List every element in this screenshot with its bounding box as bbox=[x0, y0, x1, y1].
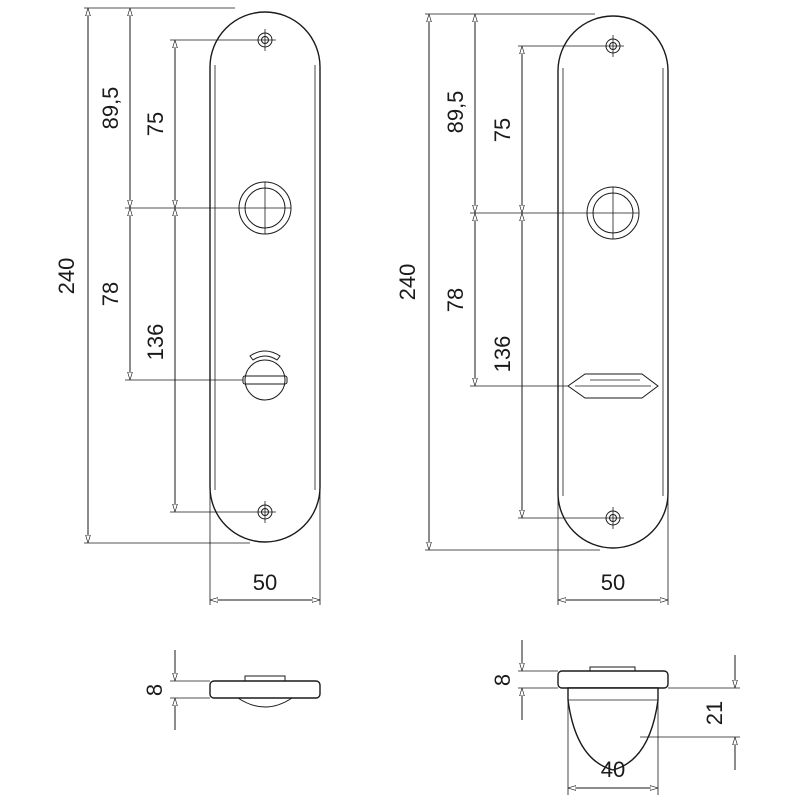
right-dim-21: 21 bbox=[702, 701, 727, 725]
right-dim-75: 75 bbox=[490, 118, 515, 142]
left-dim-75: 75 bbox=[143, 112, 168, 136]
right-backplate bbox=[557, 15, 669, 549]
left-upper-screw-icon bbox=[254, 29, 276, 51]
left-front-view: 240 89,5 78 75 136 50 bbox=[54, 7, 321, 605]
right-upper-screw-icon bbox=[602, 35, 624, 57]
right-dim-136: 136 bbox=[490, 336, 515, 373]
right-dim-50: 50 bbox=[601, 570, 625, 595]
right-spindle-hole-icon bbox=[586, 186, 640, 240]
right-dim-40: 40 bbox=[601, 757, 625, 782]
left-dim-89-5: 89,5 bbox=[98, 87, 123, 130]
right-side-view: 8 21 40 bbox=[490, 640, 740, 795]
left-spindle-hole-icon bbox=[238, 181, 292, 235]
right-turn-knob-icon bbox=[567, 373, 659, 399]
left-backplate bbox=[209, 11, 321, 543]
left-lower-screw-icon bbox=[254, 501, 276, 523]
right-dim-78: 78 bbox=[443, 288, 468, 312]
left-dim-50: 50 bbox=[253, 570, 277, 595]
left-side-view: 8 bbox=[142, 650, 321, 730]
left-dim-78: 78 bbox=[98, 282, 123, 306]
right-lower-screw-icon bbox=[602, 507, 624, 529]
left-dim-8: 8 bbox=[142, 684, 167, 696]
right-front-view: 240 89,5 78 75 136 50 bbox=[395, 13, 669, 605]
left-dim-240: 240 bbox=[54, 258, 79, 295]
left-dim-136: 136 bbox=[143, 324, 168, 361]
right-dim-89-5: 89,5 bbox=[443, 91, 468, 134]
right-dim-240: 240 bbox=[395, 264, 420, 301]
right-dim-8: 8 bbox=[490, 674, 515, 686]
